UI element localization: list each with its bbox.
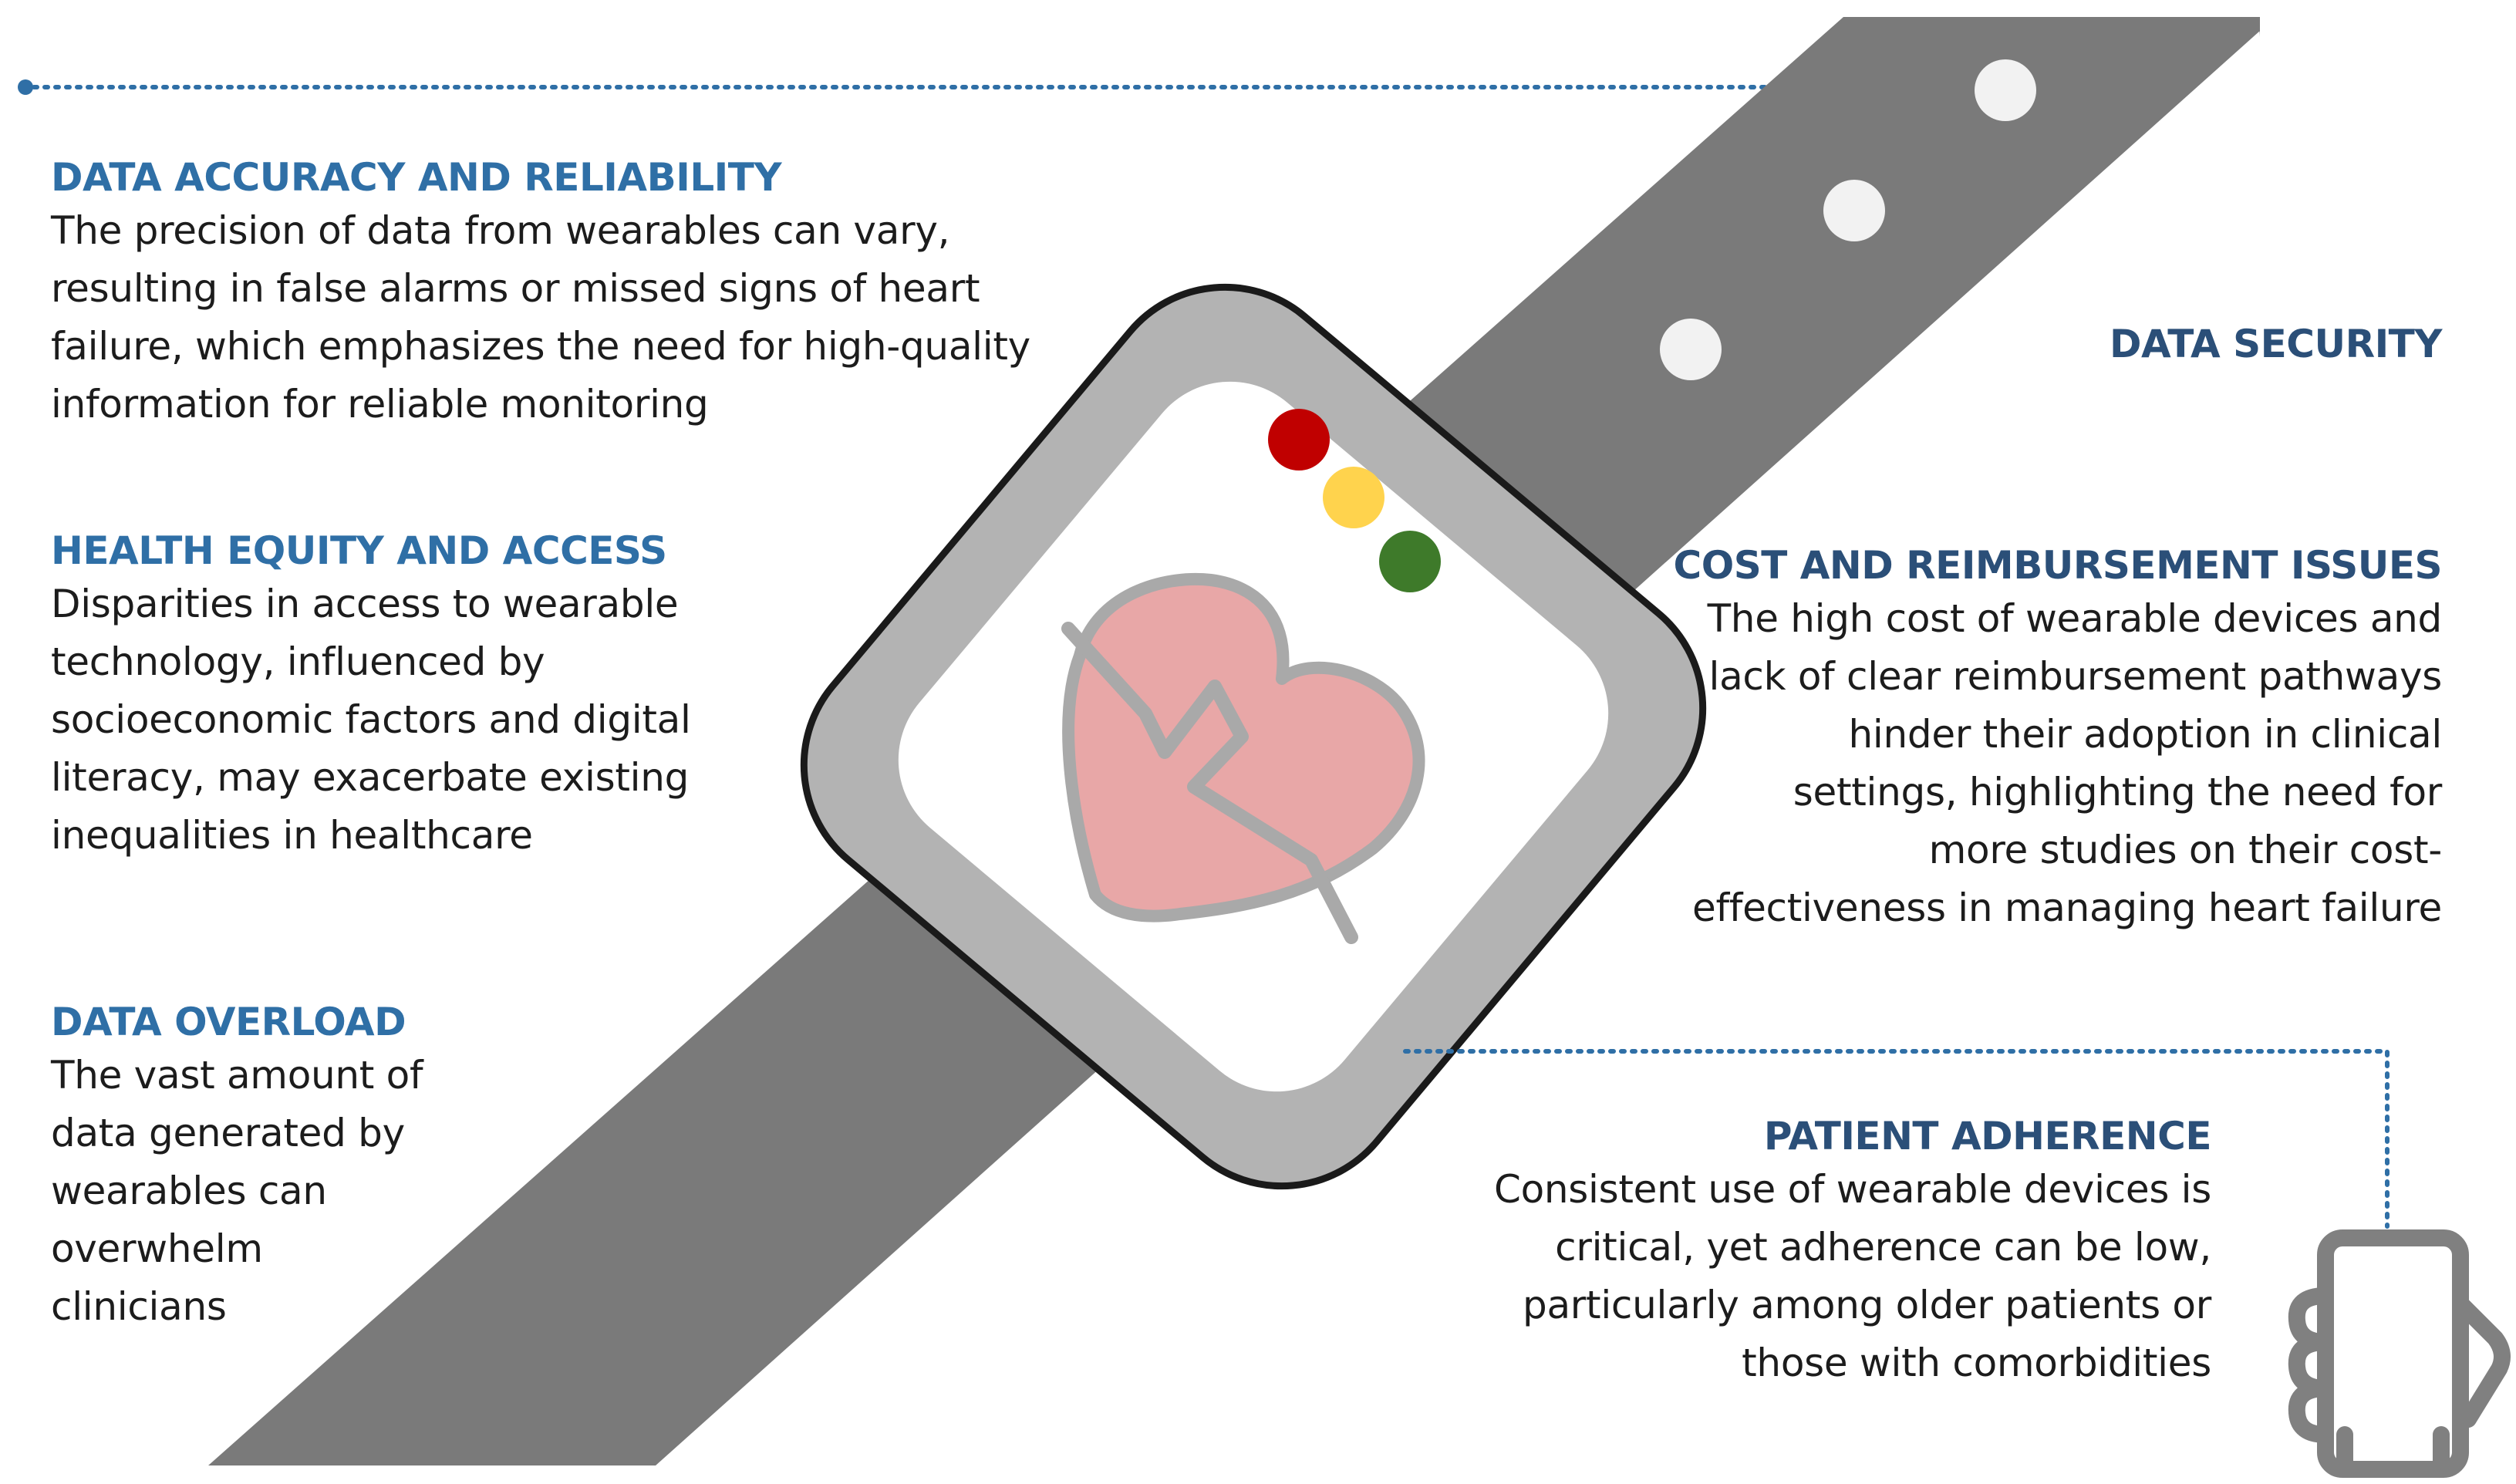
body-line: The high cost of wearable devices and (1707, 596, 2443, 641)
body-line: hinder their adoption in clinical (1848, 712, 2443, 757)
body-line: more studies on their cost- (1928, 828, 2443, 872)
section-data-accuracy: DATA ACCURACY AND RELIABILITY The precis… (51, 153, 1030, 433)
body-line: failure, which emphasizes the need for h… (51, 324, 1030, 369)
top-dotted-line (18, 79, 1799, 95)
section-data-security: DATA SECURITY (2109, 319, 2443, 369)
section-title: PATIENT ADHERENCE (1763, 1114, 2212, 1159)
body-line: clinicians (51, 1284, 227, 1329)
body-line: inequalities in healthcare (51, 813, 533, 858)
section-title: DATA OVERLOAD (51, 1000, 406, 1044)
bottom-dotted-line (1403, 1049, 2390, 1229)
status-lights (1268, 409, 1441, 592)
section-title: DATA ACCURACY AND RELIABILITY (51, 155, 782, 200)
body-line: resulting in false alarms or missed sign… (51, 266, 980, 311)
body-line: data generated by (51, 1111, 405, 1155)
section-body: The vast amount of data generated by wea… (51, 1047, 423, 1336)
body-line: information for reliable monitoring (51, 382, 709, 427)
body-line: The precision of data from wearables can… (51, 208, 950, 253)
section-cost-reimbursement: COST AND REIMBURSEMENT ISSUES The high c… (1674, 541, 2443, 937)
section-title: HEALTH EQUITY AND ACCESS (51, 528, 667, 573)
body-line: wearables can (51, 1169, 327, 1213)
section-patient-adherence: PATIENT ADHERENCE Consistent use of wear… (1494, 1111, 2212, 1392)
section-body: The high cost of wearable devices and la… (1674, 590, 2443, 937)
strap-holes (1660, 59, 2036, 380)
body-line: The vast amount of (51, 1053, 423, 1098)
body-line: overwhelm (51, 1226, 263, 1271)
section-body: Consistent use of wearable devices is cr… (1494, 1161, 2211, 1392)
body-line: Disparities in access to wearable (51, 582, 679, 626)
body-line: settings, highlighting the need for (1793, 770, 2443, 815)
body-line: particularly among older patients or (1523, 1283, 2211, 1327)
hand-holding-phone-icon (2288, 1229, 2511, 1478)
body-line: effectiveness in managing heart failure (1692, 885, 2442, 930)
body-line: critical, yet adherence can be low, (1555, 1225, 2211, 1270)
body-line: Consistent use of wearable devices is (1493, 1167, 2211, 1212)
section-body: The precision of data from wearables can… (51, 202, 1030, 433)
section-title: COST AND REIMBURSEMENT ISSUES (1673, 543, 2443, 588)
body-line: socioeconomic factors and digital (51, 697, 691, 742)
body-line: literacy, may exacerbate existing (51, 755, 690, 800)
heart-ecg-icon (1061, 572, 1425, 944)
section-body: Disparities in access to wearable techno… (51, 575, 691, 865)
body-line: those with comorbidities (1742, 1341, 2211, 1385)
section-data-overload: DATA OVERLOAD The vast amount of data ge… (51, 997, 423, 1336)
body-line: lack of clear reimbursement pathways (1708, 654, 2442, 699)
section-title: DATA SECURITY (2109, 322, 2443, 366)
section-health-equity: HEALTH EQUITY AND ACCESS Disparities in … (51, 526, 691, 865)
body-line: technology, influenced by (51, 639, 545, 684)
